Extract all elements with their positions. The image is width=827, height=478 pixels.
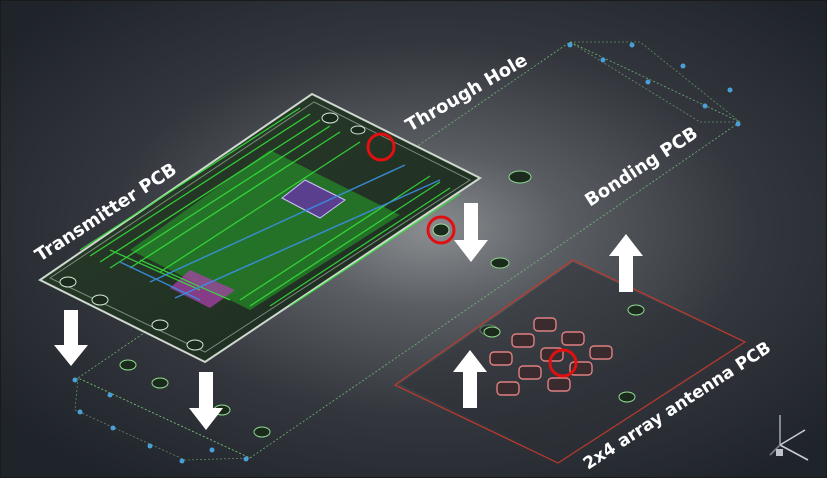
arrow-down-middle <box>189 372 223 430</box>
transmitter-pcb-pads <box>59 112 366 351</box>
antenna-pcb <box>393 259 747 464</box>
through-hole-marker-antenna <box>548 348 578 378</box>
antenna-pcb-outline <box>393 259 747 464</box>
through-hole-marker-bonding <box>426 215 456 245</box>
arrow-up-antenna-left <box>453 350 487 408</box>
transmitter-pcb-magenta-region <box>170 270 235 308</box>
arrow-icon <box>54 203 643 430</box>
transmitter-pcb-inner-edge <box>48 101 472 353</box>
arrow-down-left <box>54 310 88 366</box>
transmitter-pcb-blue-traces <box>119 164 441 301</box>
transmitter-pcb <box>38 92 482 364</box>
bonding-pcb-outline <box>77 41 741 459</box>
arrow-down-through-hole <box>454 203 488 262</box>
antenna-pcb-board <box>400 262 742 460</box>
transmitter-pcb-chip <box>281 179 346 219</box>
arrow-up-antenna-right <box>609 234 643 292</box>
bonding-pcb-vias <box>72 42 741 464</box>
axis-triad-icon <box>769 415 809 461</box>
through-hole-marker-transmitter <box>366 132 396 162</box>
transmitter-pcb-traces <box>79 107 461 307</box>
bonding-pcb-lower-tab <box>74 377 251 461</box>
antenna-pcb-pads <box>483 304 645 403</box>
through-hole-pad-bonding <box>432 223 450 237</box>
bonding-pcb-upper-tab <box>568 41 742 123</box>
